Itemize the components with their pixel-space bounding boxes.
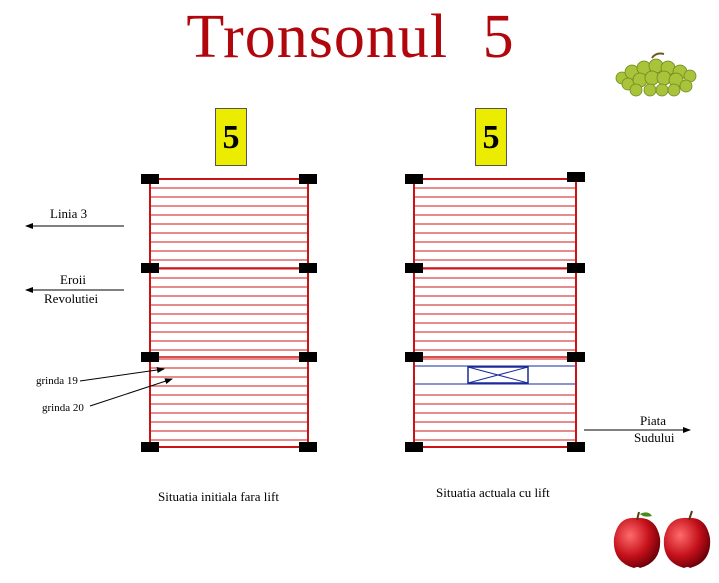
left-frame (149, 178, 309, 448)
grinda-20-arrow (89, 378, 173, 407)
left-caption: Situatia initiala fara lift (158, 489, 279, 504)
eroii-label: Eroii (60, 272, 86, 287)
right-panel-number-box: 5 (475, 108, 507, 166)
linia-label: Linia 3 (50, 206, 88, 221)
sudului-label: Sudului (634, 430, 675, 445)
right-beams (414, 187, 576, 441)
apples-icon (613, 510, 711, 568)
grapes-icon (606, 50, 698, 100)
page-title: Tronsonul 5 (0, 2, 719, 73)
grinda-19-arrow (79, 367, 165, 382)
left-slab (141, 174, 317, 452)
right-caption: Situatia actuala cu lift (436, 485, 550, 500)
piata-label: Piata (640, 413, 666, 428)
left-beams (150, 187, 308, 441)
right-frame (413, 178, 577, 448)
grinda-19-label: grinda 19 (36, 375, 78, 387)
grinda-20-label: grinda 20 (42, 402, 84, 414)
title-word: Tronsonul (186, 3, 449, 71)
revolutiei-label: Revolutiei (44, 291, 99, 306)
left-panel-number-box: 5 (215, 108, 247, 166)
right-slab (405, 172, 585, 452)
left-columns (141, 174, 317, 452)
right-columns (405, 172, 585, 452)
title-number: 5 (482, 3, 515, 71)
